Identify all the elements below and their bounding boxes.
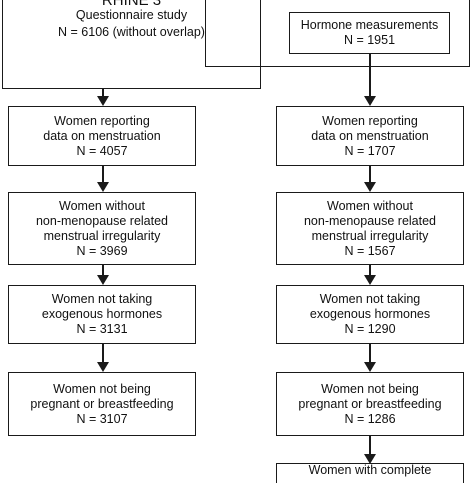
hormone-measurements-box: Hormone measurements N = 1951: [289, 12, 450, 54]
box-count: N = 3131: [76, 322, 128, 336]
box-line: Women with complete: [308, 463, 432, 477]
connector-right-1: [369, 166, 371, 184]
left-box-menstrual-irregularity: Women without non-menopause related mens…: [8, 192, 196, 265]
connector-right-2: [369, 265, 371, 277]
connector-right-0: [369, 54, 371, 98]
arrow-right-0: [364, 96, 376, 106]
box-line: Women not being: [53, 381, 151, 396]
box-line: exogenous hormones: [309, 307, 431, 321]
box-line: Women without: [59, 198, 145, 213]
connector-left-3: [102, 344, 104, 364]
box-count: N = 3969: [76, 243, 128, 258]
connector-left-1: [102, 166, 104, 184]
right-box-menstrual-irregularity: Women without non-menopause related mens…: [276, 192, 464, 265]
box-count: N = 1707: [344, 143, 396, 158]
box-count: N = 3107: [76, 411, 128, 426]
hormone-label: Hormone measurements: [300, 18, 439, 32]
arrow-right-3: [364, 362, 376, 372]
arrow-right-4: [364, 454, 376, 464]
left-box-exogenous-hormones: Women not taking exogenous hormones N = …: [8, 285, 196, 344]
hormone-count: N = 1951: [343, 33, 396, 47]
box-line: menstrual irregularity: [311, 228, 429, 243]
box-line: data on menstruation: [311, 128, 429, 143]
connector-right-4: [369, 436, 371, 456]
right-box-exogenous-hormones: Women not taking exogenous hormones N = …: [276, 285, 464, 344]
connector-left-0: [102, 89, 104, 98]
box-line: Women reporting: [322, 113, 418, 128]
study-count: N = 6106 (without overlap): [58, 25, 205, 39]
box-count: N = 4057: [76, 143, 128, 158]
arrow-right-2: [364, 275, 376, 285]
connector-right-3: [369, 344, 371, 364]
study-title: RHINE 3: [101, 0, 162, 9]
box-line: Women not being: [321, 381, 419, 396]
questionnaire-study-box: RHINE 3 Questionnaire study N = 6106 (wi…: [2, 0, 261, 89]
left-box-menstruation-data: Women reporting data on menstruation N =…: [8, 106, 196, 166]
box-line: non-menopause related: [303, 213, 437, 228]
box-line: exogenous hormones: [41, 307, 163, 321]
box-count: N = 1286: [344, 411, 396, 426]
box-count: N = 1567: [344, 243, 396, 258]
right-box-menstruation-data: Women reporting data on menstruation N =…: [276, 106, 464, 166]
box-line: menstrual irregularity: [43, 228, 161, 243]
right-box-complete-data: Women with complete: [276, 463, 464, 483]
arrow-left-3: [97, 362, 109, 372]
study-description: Questionnaire study: [75, 8, 188, 22]
right-box-pregnancy: Women not being pregnant or breastfeedin…: [276, 372, 464, 436]
box-line: Women not taking: [51, 292, 153, 306]
box-line: data on menstruation: [43, 128, 161, 143]
box-line: Women without: [327, 198, 413, 213]
box-line: Women reporting: [54, 113, 150, 128]
box-line: pregnant or breastfeeding: [30, 396, 174, 411]
hormone-study-outer-box: [205, 0, 470, 67]
box-line: pregnant or breastfeeding: [298, 396, 442, 411]
arrow-left-2: [97, 275, 109, 285]
left-box-pregnancy: Women not being pregnant or breastfeedin…: [8, 372, 196, 436]
arrow-left-0: [97, 96, 109, 106]
arrow-left-1: [97, 182, 109, 192]
box-count: N = 1290: [344, 322, 396, 336]
box-line: Women not taking: [319, 292, 421, 306]
connector-left-2: [102, 265, 104, 277]
arrow-right-1: [364, 182, 376, 192]
box-line: non-menopause related: [35, 213, 169, 228]
